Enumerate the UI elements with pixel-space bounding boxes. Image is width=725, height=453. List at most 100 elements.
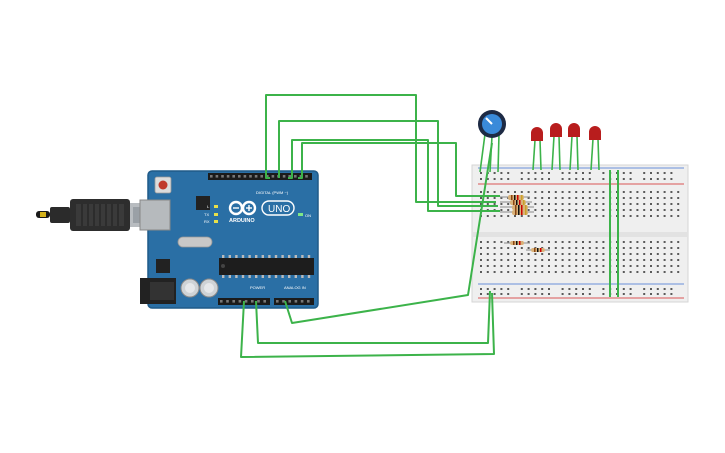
breadboard-hole — [602, 203, 605, 205]
breadboard-hole — [561, 197, 564, 199]
breadboard-hole — [602, 265, 605, 267]
led-2[interactable] — [550, 123, 562, 171]
breadboard-hole — [582, 288, 584, 290]
wire-gnd — [240, 292, 495, 358]
breadboard-hole — [486, 203, 489, 205]
breadboard-hole — [575, 215, 578, 217]
header-pin — [271, 175, 275, 178]
breadboard-hole — [582, 215, 584, 217]
breadboard-hole — [493, 293, 496, 295]
breadboard-hole — [493, 215, 496, 217]
breadboard-hole — [629, 191, 632, 193]
breadboard-hole — [622, 197, 625, 199]
led-3[interactable] — [568, 123, 580, 171]
header-pin — [294, 300, 298, 303]
header-pin — [276, 300, 279, 303]
breadboard-hole — [500, 178, 503, 180]
breadboard-hole — [595, 259, 598, 261]
resistor-5[interactable] — [504, 241, 530, 245]
breadboard-hole — [656, 203, 659, 205]
chip-pin — [235, 255, 238, 258]
breadboard-hole — [561, 293, 564, 295]
chip-pin — [294, 255, 297, 258]
header-pin — [282, 300, 285, 303]
breadboard-hole — [643, 172, 646, 174]
breadboard-hole — [670, 265, 673, 267]
potentiometer-knob[interactable] — [478, 110, 506, 173]
breadboard-hole — [588, 203, 591, 205]
breadboard-hole — [636, 203, 639, 205]
breadboard-hole — [514, 253, 516, 255]
wires[interactable] — [240, 94, 619, 358]
arduino-board[interactable]: ARDUINO UNO L TX RX ON DIGITAL (PWM ~) — [139, 170, 319, 309]
digital-header[interactable] — [208, 173, 312, 180]
breadboard-hole — [602, 271, 605, 273]
breadboard-hole — [534, 203, 537, 205]
breadboard-hole — [507, 265, 510, 267]
breadboard-hole — [650, 271, 652, 273]
breadboard-hole — [500, 172, 503, 174]
breadboard-hole — [493, 253, 496, 255]
breadboard-hole — [493, 197, 496, 199]
breadboard-hole — [582, 191, 584, 193]
breadboard-hole — [541, 209, 544, 211]
breadboard-hole — [643, 247, 646, 249]
breadboard-hole — [520, 247, 523, 249]
breadboard-hole — [554, 265, 557, 267]
resistor-2[interactable] — [500, 200, 532, 205]
leds[interactable] — [531, 123, 601, 171]
breadboard-hole — [622, 271, 625, 273]
breadboard-hole — [636, 247, 639, 249]
resistor-4[interactable] — [500, 210, 534, 215]
breadboard-hole — [486, 247, 489, 249]
breadboard-hole — [670, 215, 673, 217]
breadboard-hole — [663, 215, 666, 217]
breadboard-hole — [520, 265, 523, 267]
breadboard-hole — [588, 178, 591, 180]
breadboard-hole — [656, 172, 659, 174]
breadboard-hole — [568, 191, 571, 193]
breadboard-hole — [588, 259, 591, 261]
breadboard-hole — [575, 241, 578, 243]
resistors[interactable] — [500, 195, 550, 252]
led-4[interactable] — [589, 126, 601, 171]
breadboard-hole — [527, 209, 530, 211]
breadboard-hole — [636, 209, 639, 211]
breadboard-hole — [486, 253, 489, 255]
rx-led-label: RX — [204, 219, 210, 224]
breadboard-hole — [677, 241, 680, 243]
breadboard-hole — [636, 265, 639, 267]
breadboard-hole — [636, 215, 639, 217]
breadboard-holes[interactable] — [480, 172, 680, 295]
breadboard-hole — [500, 247, 503, 249]
header-pin — [257, 300, 260, 303]
breadboard-hole — [622, 215, 625, 217]
led-1[interactable] — [531, 127, 543, 171]
breadboard-hole — [650, 259, 652, 261]
breadboard-hole — [622, 178, 625, 180]
breadboard[interactable] — [471, 164, 689, 303]
header-pin — [221, 175, 224, 178]
breadboard-hole — [650, 288, 652, 290]
analog-header[interactable] — [274, 298, 314, 305]
breadboard-hole — [541, 293, 544, 295]
breadboard-hole — [507, 271, 510, 273]
breadboard-hole — [561, 203, 564, 205]
header-pin — [299, 175, 303, 178]
breadboard-hole — [507, 293, 510, 295]
breadboard-hole — [677, 247, 680, 249]
resistor-1[interactable] — [500, 195, 530, 200]
resistor-3[interactable] — [500, 205, 534, 210]
breadboard-hole — [554, 197, 557, 199]
breadboard-hole — [670, 178, 673, 180]
digital-header-label: DIGITAL (PWM ~) — [256, 190, 289, 195]
breadboard-hole — [582, 241, 584, 243]
breadboard-hole — [561, 178, 564, 180]
breadboard-hole — [650, 197, 652, 199]
breadboard-hole — [656, 178, 659, 180]
breadboard-hole — [588, 241, 591, 243]
breadboard-hole — [588, 293, 591, 295]
chip-pin — [228, 255, 231, 258]
breadboard-hole — [507, 203, 510, 205]
resistor-6[interactable] — [526, 248, 550, 252]
